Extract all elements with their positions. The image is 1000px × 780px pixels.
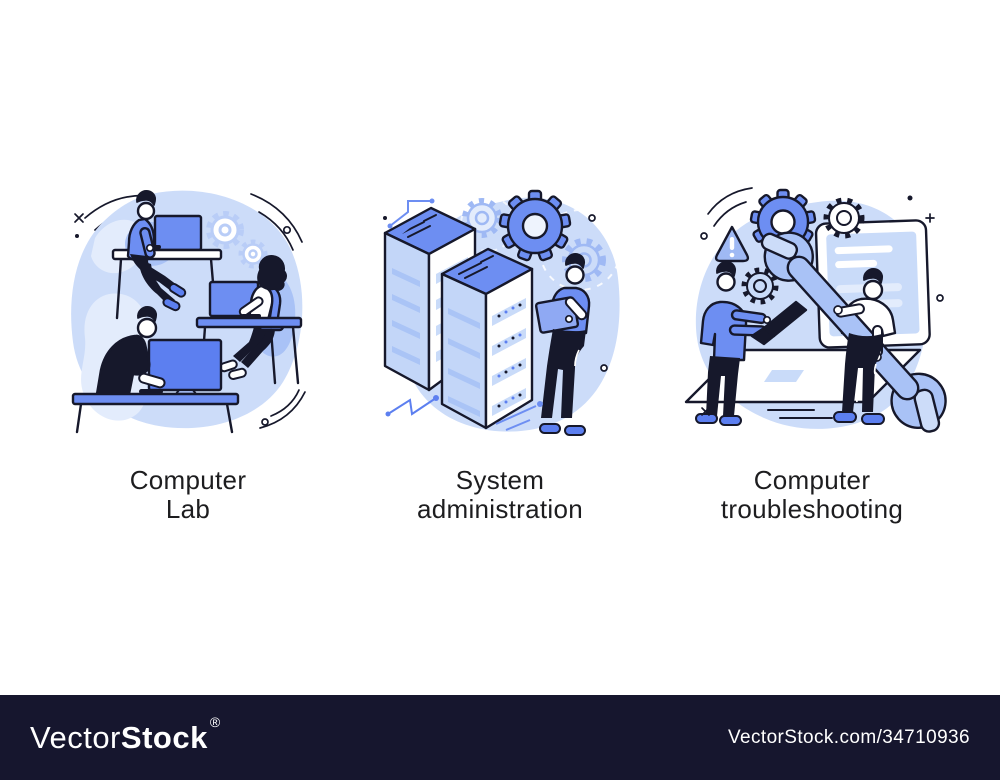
sneaker: [833, 411, 857, 423]
caption-line: Computer: [129, 465, 247, 495]
workstation-bottom: [71, 306, 240, 434]
computer-troubleshooting-svg: [684, 187, 947, 433]
gear-icon: [206, 211, 244, 249]
arc-decoration-top-right: [250, 193, 303, 251]
caption-line: troubleshooting: [720, 494, 904, 524]
gear-icon: [823, 197, 865, 239]
caption-line: Lab: [165, 494, 211, 524]
hair: [257, 255, 287, 291]
person-at-desk: [95, 306, 166, 396]
gear-icon: [741, 267, 779, 305]
person-at-desk: [126, 190, 187, 312]
sneaker: [162, 297, 181, 312]
technician-with-laptop: [695, 261, 808, 426]
server-rack: [440, 247, 534, 430]
caption-line: System: [455, 465, 545, 495]
desk: [71, 392, 240, 406]
arc-decoration-bottom-right: [259, 389, 306, 429]
sneaker: [564, 425, 586, 436]
registered-symbol: ®: [209, 714, 221, 731]
admin-with-tablet: [534, 253, 591, 436]
sneaker: [861, 413, 885, 425]
computer-lab-illustration: [55, 178, 320, 453]
sparkle-decorations: [701, 195, 944, 419]
sneaker: [228, 367, 247, 380]
caption-computer-lab: Computer Lab: [53, 466, 323, 524]
circuit-lines: [383, 198, 608, 431]
workstation-top: [111, 190, 223, 320]
technician-with-wrench-limbs: [833, 303, 885, 425]
gear-icon: [238, 239, 268, 269]
wrench-icon: [760, 231, 947, 433]
gear-icon: [498, 189, 572, 262]
workstation-right: [195, 255, 303, 385]
computer-lab-svg: [71, 190, 306, 434]
watermark-bar: VectorStock® VectorStock.com/34710936: [0, 695, 1000, 780]
caption-line: administration: [416, 494, 584, 524]
brand-regular: Vector: [30, 719, 121, 755]
trackpad: [764, 370, 804, 382]
caption-computer-troubleshooting: Computer troubleshooting: [677, 466, 947, 524]
sneaker: [695, 413, 718, 424]
desk: [195, 316, 303, 329]
monitor: [153, 214, 203, 252]
sneaker: [719, 415, 742, 426]
caption-system-administration: System administration: [365, 466, 635, 524]
server-leds: [492, 298, 526, 416]
laptop: [762, 300, 808, 338]
warning-icon: [714, 225, 750, 263]
computer-troubleshooting-illustration: [668, 178, 958, 453]
gear-icon: [462, 198, 502, 238]
system-administration-svg: [383, 189, 621, 436]
keyboard: [139, 389, 163, 394]
caption-line: Computer: [753, 465, 871, 495]
sneaker: [539, 423, 561, 434]
sneaker: [168, 282, 187, 298]
brand-bold: Stock: [120, 719, 208, 755]
image-reference: VectorStock.com/34710936: [728, 726, 970, 748]
keyboard: [241, 314, 261, 318]
arc-decoration-top-left: [700, 187, 753, 240]
vectorstock-logo: VectorStock®: [30, 714, 221, 756]
system-administration-illustration: [368, 178, 633, 453]
